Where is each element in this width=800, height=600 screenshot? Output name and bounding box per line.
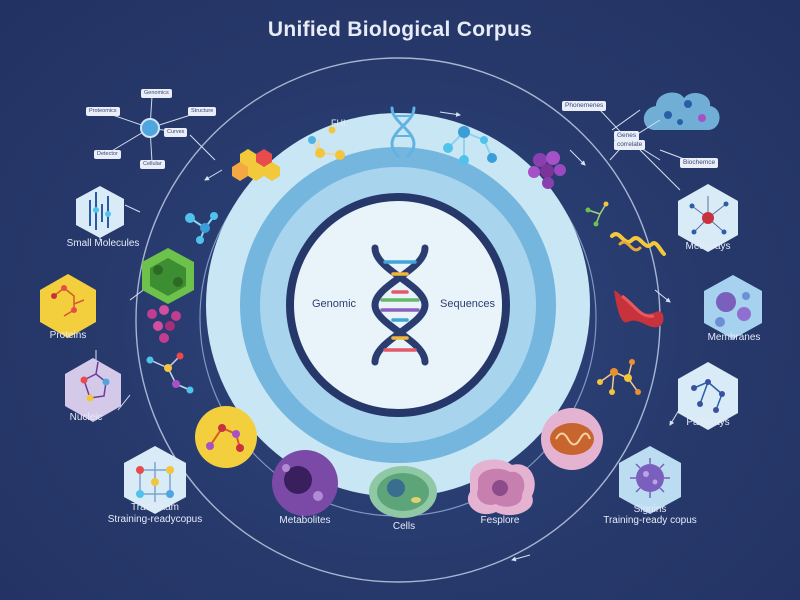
top-molecule-label: FHI (331, 118, 346, 128)
label-signals-title: Signins (633, 504, 667, 515)
label-proteins: Proteins (49, 330, 87, 341)
magenta-cluster-icon (147, 305, 181, 343)
network-tag-left: Proteomics (86, 107, 120, 116)
cell-icon (369, 466, 437, 518)
yellow-squiggle-icon (610, 232, 666, 256)
hex-tile-pathways-top (678, 184, 738, 252)
hex-tile-training (124, 446, 186, 514)
top-right-tag-b: Genes (614, 131, 640, 141)
label-explore: Fesplore (480, 515, 520, 526)
top-right-tag-d: Biochemce (680, 158, 719, 168)
yellow-hex-cluster-icon (232, 149, 280, 181)
label-training-title: Tratterkam (131, 502, 179, 513)
green-hex-molecule-icon (142, 248, 194, 304)
network-tag-top: Genomics (141, 89, 172, 98)
label-membranes: Membranes (707, 332, 761, 343)
top-right-tag-c: correlate (614, 140, 646, 150)
label-small-molecules: Small Molecules (66, 238, 140, 249)
network-tag-right-mid: Curves (164, 128, 188, 137)
green-molecule-right-icon (585, 201, 609, 227)
top-dna-icon (390, 106, 416, 158)
label-training-sub: Straining-readycopus (107, 514, 203, 525)
network-tag-bottom-left: Detector (94, 150, 121, 159)
top-right-cloud-icon (643, 92, 720, 130)
center-label-genomic: Genomic (312, 298, 357, 310)
label-pathways-top: Methways (685, 241, 731, 252)
center-disc (294, 201, 502, 409)
top-right-blue-molecule-icon (443, 126, 497, 165)
yellow-circle-molecule-icon (195, 406, 257, 468)
label-cells: Cells (392, 521, 416, 532)
metabolites-cell-icon (272, 450, 338, 516)
center-label-sequences: Sequences (440, 298, 496, 310)
hex-tile-pathways (678, 362, 738, 430)
explore-cell-icon (467, 459, 535, 516)
hex-tile-small-molecules (76, 186, 124, 238)
red-ribbon-icon (614, 290, 664, 328)
blue-molecule-left-icon (185, 212, 218, 244)
hex-tile-membranes (704, 275, 762, 339)
hex-tile-proteins (40, 274, 96, 338)
center-dna-helix-icon (371, 244, 429, 366)
purple-cluster-icon (528, 151, 566, 189)
mitochondria-cell-icon (541, 408, 603, 470)
label-nucleic: Nucleic (69, 412, 103, 423)
mixed-molecule-left-icon (146, 352, 194, 394)
label-metabolites: Metabolites (279, 515, 331, 526)
label-pathways: Pathways (686, 417, 730, 428)
hex-tile-signals (619, 446, 681, 514)
top-right-tag-a: Phonemenes (562, 101, 607, 111)
page-title: Unified Biological Corpus (267, 18, 533, 41)
label-signals-sub: Training-ready copus (603, 515, 697, 526)
top-left-molecule-icon (308, 126, 345, 160)
network-tag-right: Structure (188, 107, 217, 116)
orange-molecule-right-icon (597, 359, 641, 395)
hex-tile-nucleic (65, 358, 121, 422)
network-tag-bottom-right: Cellular (140, 160, 165, 169)
